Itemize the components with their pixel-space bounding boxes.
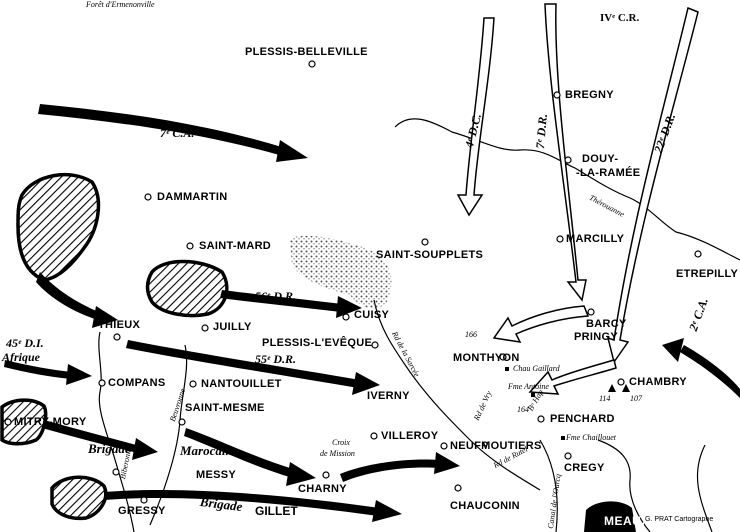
unit-gillet: GILLET: [255, 504, 298, 518]
place-penchard: PENCHARD: [550, 413, 615, 425]
place-cuisy: CUISY: [354, 309, 390, 321]
label-alt-164: 164: [517, 405, 529, 414]
place-mitry-mory: MITRY-MORY: [14, 416, 87, 428]
unit-marocaine: Marocaine: [180, 443, 239, 458]
place-pringy: PRINGY: [574, 331, 618, 343]
unit-afrique: Afrique: [2, 350, 41, 364]
place-villeroy: VILLEROY: [381, 430, 439, 442]
unit-brigade-1: Brigade: [88, 441, 131, 456]
french-arrows: [456, 3, 699, 395]
place-saint-mard: SAINT-MARD: [199, 240, 272, 252]
label-fme-chaillouet: Fme Chaillouet: [566, 433, 616, 442]
place-juilly: JUILLY: [213, 321, 252, 333]
label-mission: de Mission: [320, 449, 355, 458]
label-alt-166: 166: [465, 330, 477, 339]
place-monthyon: MONTHYON: [453, 352, 520, 364]
place-plessis-leveque: PLESSIS-L'EVÊQUE: [262, 337, 373, 349]
place-bregny: BREGNY: [565, 89, 614, 101]
unit-7-dr: 7ᵉ D.R.: [533, 113, 550, 150]
label-fme-antoine: Fme Antoine: [508, 382, 549, 391]
label-chau-gaillard: Chau Gaillard: [513, 364, 560, 373]
meaux-block: [584, 501, 636, 532]
place-saint-soupplets: SAINT-SOUPPLETS: [376, 249, 484, 261]
place-messy: MESSY: [196, 469, 237, 481]
german-position-2: [145, 259, 229, 318]
unit-iv-cr: IVᵉ C.R.: [600, 12, 640, 24]
farm-markers: [505, 367, 630, 440]
place-gressy: GRESSY: [118, 505, 166, 517]
place-thieux: THIEUX: [98, 319, 141, 331]
unit-45-di: 45ᵉ D.I.: [6, 336, 44, 350]
label-croix-de: Croix: [332, 438, 350, 447]
place-la-ramee: -LA-RAMÉE: [576, 167, 641, 179]
place-barcy: BARCY: [586, 318, 627, 330]
place-iverny: IVERNY: [367, 390, 410, 402]
cartographer-credit: G. PRAT Cartographe: [645, 516, 714, 523]
place-marcilly: MARCILLY: [566, 233, 625, 245]
place-neufmoutiers: NEUFMOUTIERS: [450, 440, 542, 452]
place-cregy: CREGY: [564, 462, 605, 474]
forest-patch: [290, 235, 392, 309]
place-dammartin: DAMMARTIN: [157, 191, 228, 203]
unit-55-dr: 55ᵉ D.R.: [255, 352, 296, 366]
place-compans: COMPANS: [108, 377, 166, 389]
unit-7-ca: 7ᵉ C.A.: [160, 126, 195, 140]
rivers: [98, 118, 740, 532]
place-douy: DOUY-: [582, 153, 619, 165]
label-foret-ermenonville: Forêt d'Ermenonville: [86, 0, 155, 9]
place-etrepilly: ETREPILLY: [676, 268, 739, 280]
label-alt-114: 114: [599, 394, 611, 403]
village-markers: [4, 60, 702, 504]
german-position-1: [16, 173, 101, 282]
attack-arrows: [4, 104, 740, 522]
label-alt-107: 107: [630, 394, 642, 403]
place-plessis-belleville: PLESSIS-BELLEVILLE: [245, 46, 368, 58]
place-nantouillet: NANTOUILLET: [201, 378, 282, 390]
place-meaux: MEAUX: [604, 514, 650, 528]
place-charny: CHARNY: [298, 483, 347, 495]
unit-56-dr: 56ᵉ D.R.: [255, 289, 296, 303]
german-position-4: [50, 475, 108, 521]
place-chauconin: CHAUCONIN: [450, 500, 520, 512]
place-saint-mesme: SAINT-MESME: [185, 402, 265, 414]
place-chambry: CHAMBRY: [629, 376, 687, 388]
